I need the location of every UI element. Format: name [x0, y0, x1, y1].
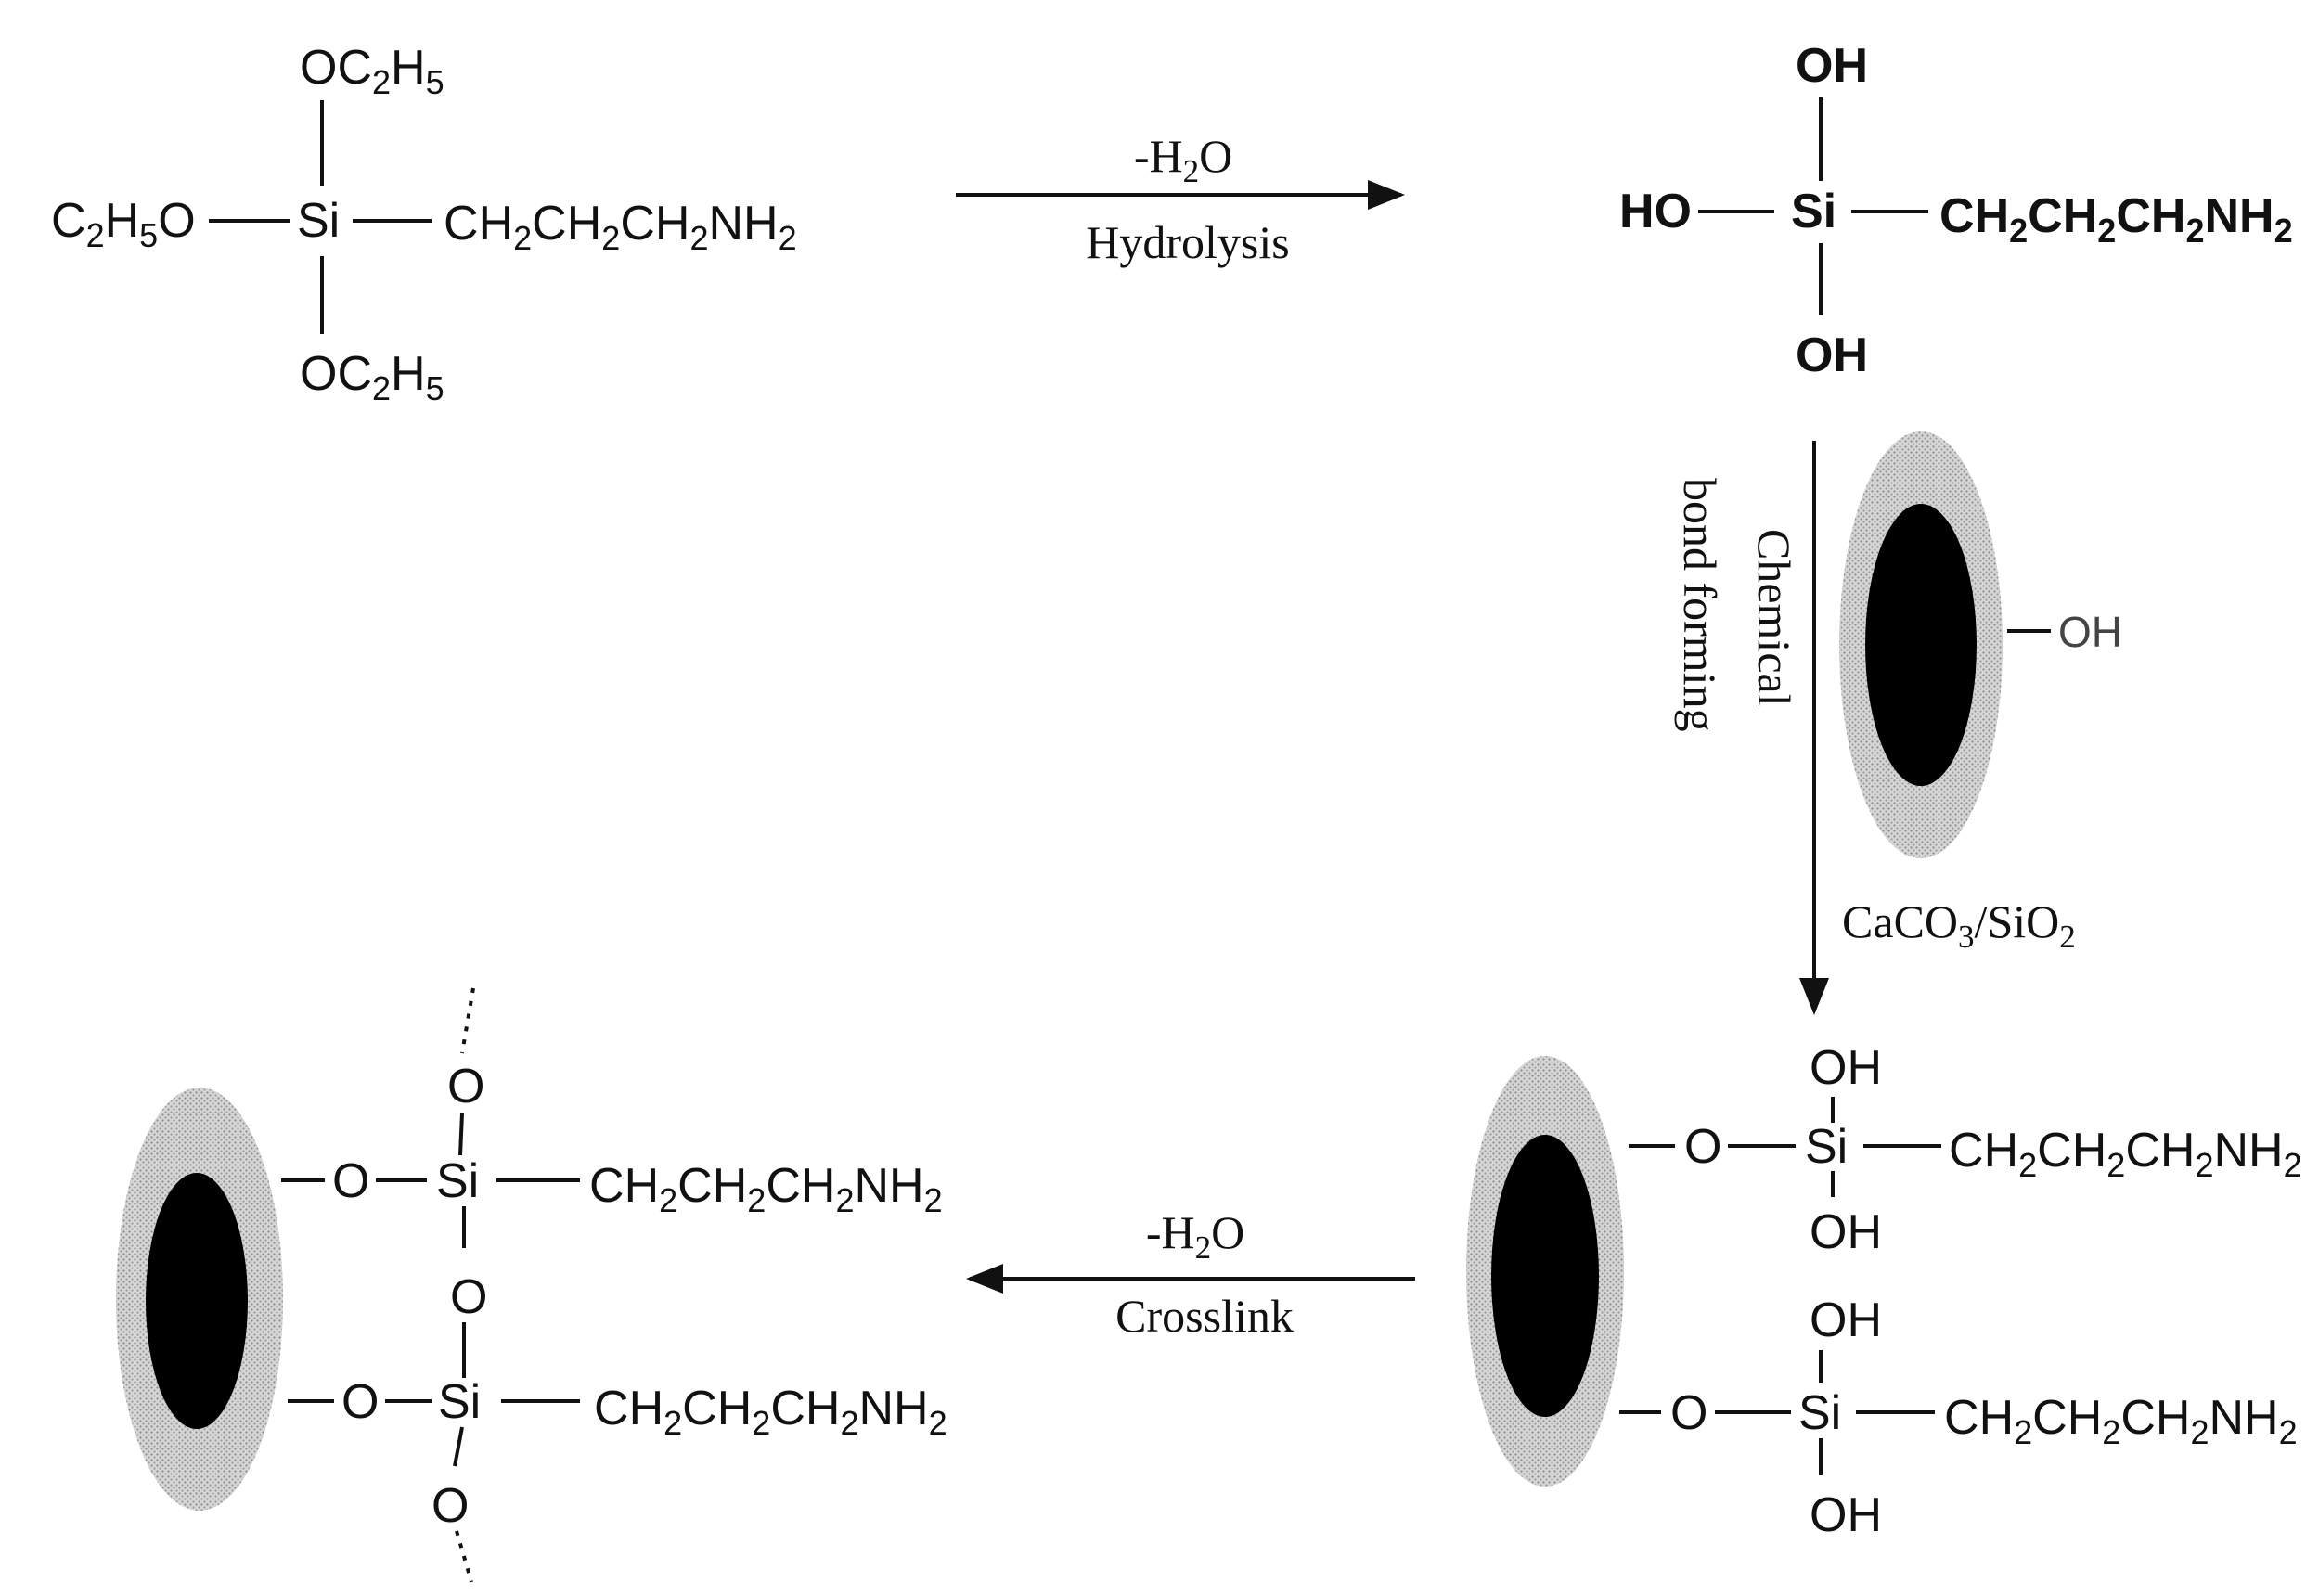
grafted-lower-top-oh: OH: [1810, 1294, 1882, 1347]
crosslink-upper-top-o: O: [447, 1060, 484, 1113]
crosslink-arrow-top-label: -H2O: [1146, 1206, 1244, 1266]
hydrolysis-arrow-top-label: -H2O: [1134, 130, 1232, 189]
crosslinked-particle: O O Si CH2CH2CH2NH2 O O Si CH2CH2CH2NH2 …: [116, 987, 947, 1583]
crosslink-upper-aminopropyl: CH2CH2CH2NH2: [589, 1159, 943, 1219]
crosslink-lower-si-atom: Si: [438, 1375, 481, 1429]
crosslink-upper-o-link: O: [332, 1154, 369, 1208]
grafted-lower-si-atom: Si: [1798, 1386, 1841, 1440]
crosslink-arrow: -H2O Crosslink: [966, 1206, 1415, 1342]
particle-hydroxyl-group: OH: [2058, 608, 2122, 656]
crosslink-arrow-bottom-label: Crosslink: [1115, 1290, 1294, 1342]
grafted-particle: OH O Si CH2CH2CH2NH2 OH OH O Si CH2CH2CH…: [1466, 1041, 2302, 1542]
silanetriol-top-oh: OH: [1796, 39, 1868, 93]
grafted-upper-aminopropyl: CH2CH2CH2NH2: [1949, 1124, 2302, 1184]
filler-particle: OH: [1839, 431, 2122, 858]
bond-forming-reagent: CaCO3/SiO2: [1842, 895, 2076, 955]
crosslink-bridge-o: O: [450, 1270, 487, 1324]
grafted-lower-o-link: O: [1670, 1386, 1707, 1440]
silanetriol-left-ho: HO: [1619, 185, 1692, 238]
grafted-lower-aminopropyl: CH2CH2CH2NH2: [1944, 1391, 2298, 1451]
silanetriol-bottom-oh: OH: [1796, 328, 1868, 382]
reactant-molecule: OC2H5 C2H5O Si CH2CH2CH2NH2 OC2H5: [51, 41, 797, 407]
particle-core: [1865, 504, 1977, 786]
reactant-left-group: C2H5O: [51, 194, 196, 254]
crosslink-lower-bottom-o: O: [432, 1479, 469, 1533]
silanetriol-si-atom: Si: [1791, 185, 1836, 238]
bond-forming-label-2: bond forming: [1674, 478, 1726, 732]
grafted-upper-o-link: O: [1684, 1120, 1721, 1174]
reactant-bottom-group: OC2H5: [300, 347, 444, 407]
crosslink-lower-aminopropyl: CH2CH2CH2NH2: [594, 1382, 947, 1442]
grafted-lower-bottom-oh: OH: [1810, 1488, 1882, 1542]
grafted-upper-top-oh: OH: [1810, 1041, 1882, 1095]
silanetriol-molecule: OH HO Si CH2CH2CH2NH2 OH: [1619, 39, 2293, 382]
crosslinked-particle-core: [146, 1173, 248, 1429]
grafted-upper-bottom-oh: OH: [1810, 1205, 1882, 1259]
reactant-si-atom: Si: [297, 194, 340, 248]
crosslink-lower-o-link: O: [341, 1375, 379, 1429]
silanetriol-aminopropyl: CH2CH2CH2NH2: [1939, 189, 2293, 250]
reactant-top-group: OC2H5: [300, 41, 444, 101]
bond-forming-label-1: Chemical: [1748, 529, 1800, 707]
grafted-particle-core: [1491, 1135, 1599, 1417]
reactant-aminopropyl: CH2CH2CH2NH2: [444, 197, 797, 257]
hydrolysis-arrow-bottom-label: Hydrolysis: [1086, 216, 1289, 268]
crosslink-upper-si-atom: Si: [436, 1154, 479, 1208]
hydrolysis-arrow: -H2O Hydrolysis: [956, 130, 1405, 268]
grafted-upper-si-atom: Si: [1805, 1120, 1848, 1174]
bond-forming-arrow: Chemical bond forming CaCO3/SiO2: [1674, 441, 2076, 1015]
